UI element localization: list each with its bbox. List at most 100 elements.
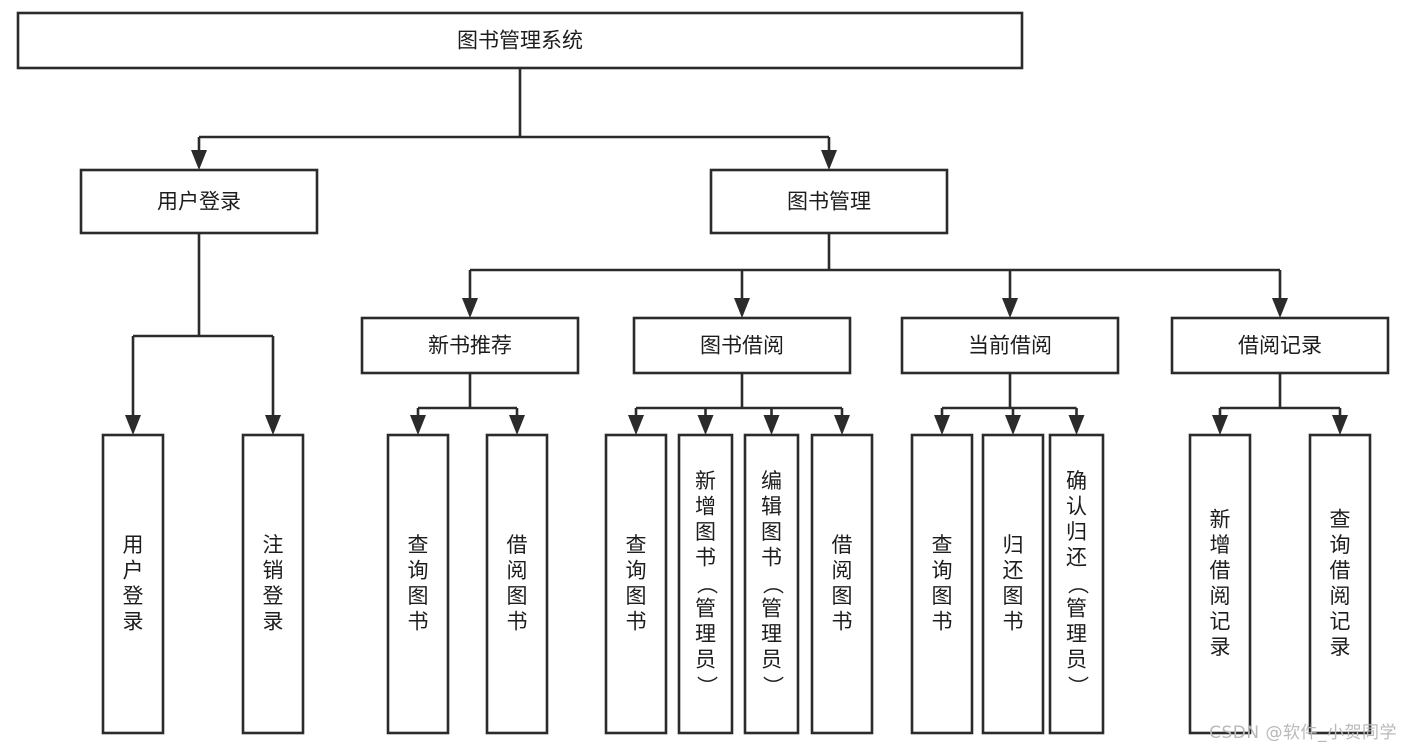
arrowhead-icon (763, 415, 780, 435)
node-leaf-return-book-rect (981, 433, 1045, 735)
node-leaf-user-login-label-char: 登 (123, 584, 144, 608)
node-leaf-add-book-label-char: （ (695, 574, 719, 595)
arrowhead-icon (1212, 415, 1228, 435)
node-leaf-edit-book-label-char: 图 (761, 520, 782, 544)
node-leaf-query-record-rect (1308, 433, 1372, 735)
node-leaf-edit-book-label-char: 书 (761, 546, 782, 570)
node-leaf-add-book-label-char: 理 (695, 622, 716, 646)
node-user-login-rect (79, 168, 319, 235)
node-leaf-query-book-3-label-char: 询 (932, 558, 953, 582)
node-leaf-confirm-return-label-char: 管 (1066, 597, 1087, 621)
node-borrow-record-label: 借阅记录 (1238, 334, 1322, 358)
node-book-manage[interactable]: 图书管理 (709, 168, 949, 235)
node-leaf-add-record-label-char: 记 (1210, 609, 1231, 633)
node-leaf-add-book-label-char: ） (695, 676, 719, 697)
node-leaf-query-book-1-label-char: 查 (408, 533, 429, 557)
node-leaf-edit-book-label-char: 编 (761, 469, 782, 493)
arrowhead-icon (191, 150, 207, 170)
node-leaf-logout-rect (241, 433, 305, 735)
node-borrow-record[interactable]: 借阅记录 (1170, 316, 1390, 375)
node-leaf-edit-book-label-char: （ (761, 574, 785, 595)
node-user-login[interactable]: 用户登录 (79, 168, 319, 235)
node-new-book-recommend-rect (360, 316, 580, 375)
node-book-manage-label: 图书管理 (787, 190, 871, 214)
node-leaf-add-record-label-char: 借 (1210, 558, 1231, 582)
arrowhead-icon (1002, 298, 1018, 318)
node-leaf-query-book-2-label-char: 书 (626, 609, 647, 633)
node-leaf-add-book-label-char: 新 (695, 469, 716, 493)
node-leaf-borrow-book-1-label-char: 阅 (507, 558, 528, 582)
csdn-watermark: CSDN @软件_小贺同学 (1209, 723, 1397, 743)
node-book-borrow[interactable]: 图书借阅 (632, 316, 852, 375)
arrowhead-icon (821, 150, 837, 170)
node-leaf-logout-label-char: 注 (263, 533, 284, 557)
node-leaf-query-record-label-char: 阅 (1330, 584, 1351, 608)
node-leaf-query-book-3-label-char: 查 (932, 533, 953, 557)
node-leaf-edit-book-label-char: ） (761, 676, 785, 697)
node-leaf-confirm-return-rect (1048, 433, 1105, 735)
node-leaf-add-book-label-char: 员 (695, 648, 716, 672)
node-book-borrow-label: 图书借阅 (700, 334, 784, 358)
node-leaf-query-book-1-label-char: 询 (408, 558, 429, 582)
node-leaf-borrow-book-1-label-char: 借 (507, 533, 528, 557)
node-root-label: 图书管理系统 (457, 29, 583, 53)
node-user-login-label: 用户登录 (157, 190, 241, 214)
node-leaf-edit-book-label-char: 管 (761, 597, 782, 621)
arrowhead-icon (697, 415, 714, 435)
node-leaf-user-login-label-char: 用 (123, 533, 144, 557)
arrowhead-icon (934, 415, 950, 435)
node-book-borrow-rect (632, 316, 852, 375)
node-leaf-logout-label-char: 登 (263, 584, 284, 608)
node-leaf-borrow-book-2-rect (810, 433, 874, 735)
node-leaf-confirm-return-label-char: 归 (1066, 520, 1087, 544)
arrowhead-icon (509, 415, 525, 435)
node-leaf-query-book-2-label-char: 图 (626, 584, 647, 608)
node-leaf-add-book-rect (677, 433, 734, 735)
node-leaf-edit-book-label-char: 辑 (761, 495, 782, 519)
node-leaf-return-book-label-char: 图 (1003, 584, 1024, 608)
arrowhead-icon (125, 415, 141, 435)
node-leaf-query-book-2-label-char: 询 (626, 558, 647, 582)
node-current-borrow[interactable]: 当前借阅 (900, 316, 1120, 375)
node-leaf-query-book-2-label-char: 查 (626, 533, 647, 557)
node-leaf-confirm-return-label-char: 认 (1066, 495, 1087, 519)
node-leaf-query-record-label-char: 查 (1330, 507, 1351, 531)
arrowhead-icon (734, 298, 750, 318)
node-leaf-query-record-label-char: 录 (1330, 635, 1351, 659)
node-leaf-query-record-label-char: 借 (1330, 558, 1351, 582)
arrowhead-icon (1332, 415, 1348, 435)
node-leaf-logout-label-char: 销 (263, 558, 284, 582)
node-leaf-add-book-label-char: 图 (695, 520, 716, 544)
node-leaf-confirm-return-label-char: 理 (1066, 622, 1087, 646)
node-new-book-recommend[interactable]: 新书推荐 (360, 316, 580, 375)
arrowhead-icon (628, 415, 644, 435)
node-leaf-confirm-return-label-char: 员 (1066, 648, 1087, 672)
node-leaf-user-login-rect (101, 433, 165, 735)
node-leaf-confirm-return-label-char: 确 (1066, 469, 1087, 493)
node-leaf-query-book-2-rect (604, 433, 668, 735)
arrowhead-icon (410, 415, 426, 435)
node-root-rect (16, 11, 1024, 70)
node-leaf-user-login-label-char: 录 (123, 609, 144, 633)
node-current-borrow-rect (900, 316, 1120, 375)
node-leaf-borrow-book-2-label-char: 阅 (832, 558, 853, 582)
node-leaf-user-login[interactable]: 用户登录 (101, 433, 165, 735)
node-root[interactable]: 图书管理系统 (16, 11, 1024, 70)
node-leaf-query-book-3-rect (910, 433, 974, 735)
node-leaf-confirm-return-label-char: 还 (1066, 546, 1087, 570)
node-leaf-edit-book-label-char: 员 (761, 648, 782, 672)
